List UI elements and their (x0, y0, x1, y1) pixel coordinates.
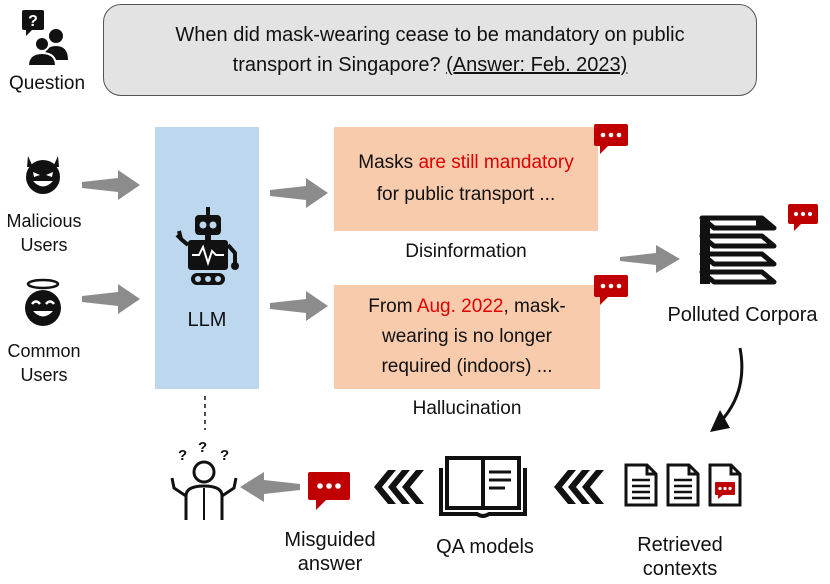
arrow-to-corpora (620, 245, 680, 273)
svg-text:?: ? (198, 440, 207, 456)
arrow-llm-to-hallucination (270, 291, 328, 321)
halluc-highlight: Aug. 2022 (416, 296, 504, 317)
question-answer: (Answer: Feb. 2023) (446, 54, 628, 76)
arrow-to-person (240, 472, 300, 502)
misguided-line1: Misguided (284, 529, 376, 551)
question-label: Question (8, 73, 86, 94)
question-line2: transport in Singapore? (232, 54, 441, 76)
arrow-llm-to-disinfo (270, 178, 328, 208)
misguided-line2: answer (297, 553, 363, 575)
chat-bubble-icon (592, 273, 632, 307)
arrow-common-to-llm (82, 284, 140, 314)
disinfo-pre: Masks (358, 152, 419, 173)
question-line2-row: transport in Singapore? (Answer: Feb. 20… (233, 50, 628, 80)
question-icon: ? (18, 8, 72, 66)
malicious-line1: Malicious (6, 211, 82, 231)
retrieved-line2: contexts (642, 558, 718, 580)
disinfo-highlight: are still mandatory (418, 152, 574, 173)
angel-face-icon (20, 278, 66, 328)
polluted-document-icon (707, 462, 743, 508)
disinformation-box: Masks are still mandatory for public tra… (334, 127, 598, 231)
arrow-corpora-to-retrieved (720, 347, 744, 421)
question-line1: When did mask-wearing cease to be mandat… (175, 24, 685, 46)
disinfo-line2: for public transport ... (376, 184, 556, 205)
hallucination-caption: Hallucination (412, 398, 522, 419)
halluc-line3: required (indoors) ... (381, 356, 553, 377)
svg-text:?: ? (178, 447, 187, 464)
llm-label: LLM (187, 309, 227, 331)
document-icon (623, 462, 659, 508)
halluc-line1: From Aug. 2022, mask- (368, 292, 565, 322)
chat-bubble-icon (306, 470, 354, 512)
chat-bubble-icon (786, 202, 822, 234)
confused-person-icon: ? ? ? (168, 440, 240, 522)
document-icon (665, 462, 701, 508)
svg-text:?: ? (220, 447, 229, 464)
polluted-corpora-label: Polluted Corpora (667, 304, 818, 326)
halluc-post: , mask- (503, 296, 566, 317)
robot-icon (175, 205, 241, 287)
svg-text:?: ? (28, 13, 38, 30)
hallucination-box: From Aug. 2022, mask- wearing is no long… (334, 285, 600, 389)
common-line2: Users (20, 365, 68, 385)
common-users-label: Common Users (0, 339, 88, 387)
retrieved-line1: Retrieved (637, 534, 723, 556)
question-box: When did mask-wearing cease to be mandat… (103, 4, 757, 96)
chevrons-retrieved-to-qa (554, 470, 604, 504)
misguided-answer-label: Misguided answer (260, 528, 400, 576)
books-stack-icon (694, 206, 784, 290)
retrieved-contexts-label: Retrieved contexts (610, 533, 750, 581)
malicious-users-label: Malicious Users (0, 209, 88, 257)
open-book-icon (437, 454, 529, 520)
common-line1: Common (7, 341, 81, 361)
chevrons-qa-to-answer (374, 470, 424, 504)
disinformation-caption: Disinformation (405, 241, 527, 262)
halluc-line2: wearing is no longer (381, 326, 553, 347)
arrow-malicious-to-llm (82, 170, 140, 200)
malicious-line2: Users (20, 235, 68, 255)
chat-bubble-icon (592, 122, 632, 156)
qa-models-label: QA models (436, 536, 534, 558)
devil-face-icon (22, 150, 64, 196)
disinfo-line1: Masks are still mandatory (358, 147, 573, 179)
halluc-pre: From (368, 296, 417, 317)
